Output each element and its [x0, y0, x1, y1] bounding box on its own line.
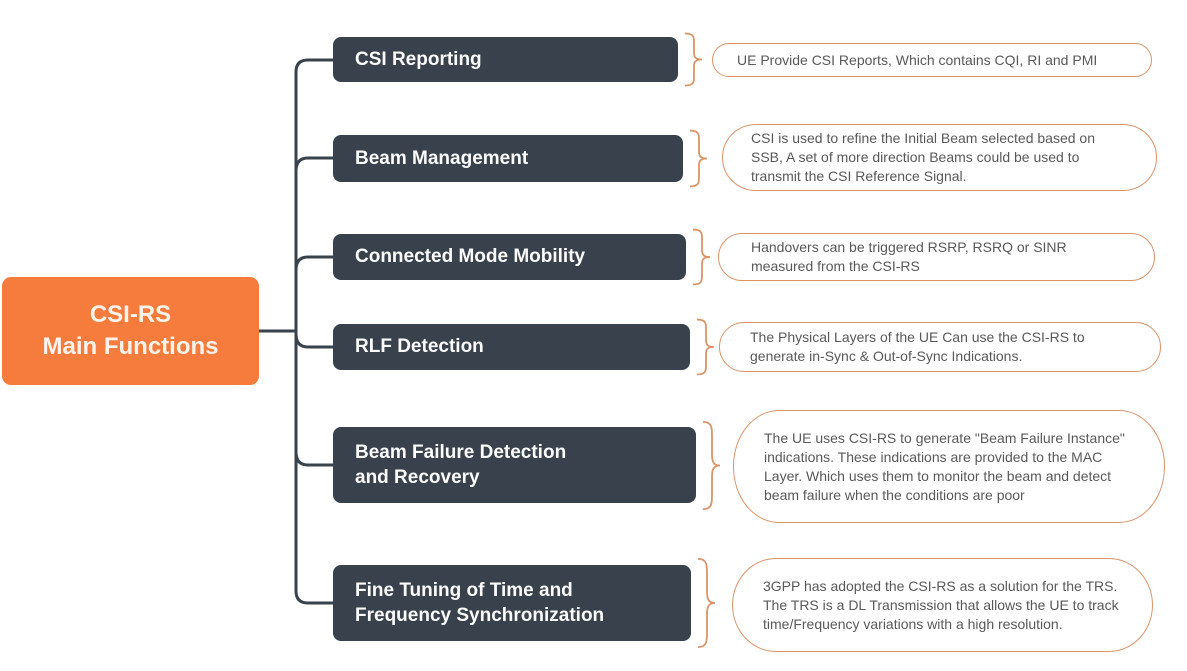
branch-node-fine-tuning-time-frequency-sync: Fine Tuning of Time and Frequency Synchr… [333, 565, 691, 641]
curly-brace-icon [695, 319, 715, 375]
branch-node-label: Connected Mode Mobility [355, 246, 586, 268]
description-bubble-beam-management: CSI is used to refine the Initial Beam s… [722, 124, 1157, 191]
branch-node-rlf-detection: RLF Detection [333, 324, 690, 370]
description-text: UE Provide CSI Reports, Which contains C… [737, 51, 1098, 68]
description-bubble-rlf-detection: The Physical Layers of the UE Can use th… [719, 322, 1161, 372]
description-bubble-connected-mode-mobility: Handovers can be triggered RSRP, RSRQ or… [718, 233, 1155, 281]
branch-node-label: Beam Management [355, 147, 529, 169]
description-text: The UE uses CSI-RS to generate "Beam Fai… [764, 429, 1125, 503]
curly-brace-icon [688, 130, 708, 187]
description-bubble-csi-reporting: UE Provide CSI Reports, Which contains C… [712, 43, 1152, 77]
curly-brace-icon [701, 421, 721, 510]
branch-line-5 [294, 451, 333, 467]
description-bubble-fine-tuning-time-frequency-sync: 3GPP has adopted the CSI-RS as a solutio… [732, 558, 1153, 652]
branch-node-label: CSI Reporting [355, 48, 482, 70]
branch-line-3 [294, 255, 333, 271]
description-text: CSI is used to refine the Initial Beam s… [751, 130, 1095, 184]
root-node-label: CSI-RS Main Functions [42, 300, 219, 360]
branch-line-2 [294, 156, 333, 172]
description-bubble-beam-failure-detection-recovery: The UE uses CSI-RS to generate "Beam Fai… [733, 410, 1165, 523]
branch-node-label: RLF Detection [355, 336, 484, 358]
branch-node-connected-mode-mobility: Connected Mode Mobility [333, 234, 686, 280]
branch-node-label: Beam Failure Detection and Recovery [355, 441, 567, 488]
curly-brace-icon [683, 33, 703, 86]
trunk-line [294, 58, 333, 605]
branch-node-beam-management: Beam Management [333, 135, 683, 182]
branch-node-label: Fine Tuning of Time and Frequency Synchr… [355, 579, 605, 626]
curly-brace-icon [696, 558, 716, 648]
description-text: The Physical Layers of the UE Can use th… [750, 329, 1085, 364]
root-node-csi-rs-main-functions: CSI-RS Main Functions [2, 277, 259, 385]
curly-brace-icon [691, 229, 711, 285]
branch-node-csi-reporting: CSI Reporting [333, 37, 678, 82]
branch-line-4 [294, 333, 333, 349]
description-text: Handovers can be triggered RSRP, RSRQ or… [751, 239, 1067, 274]
branch-node-beam-failure-detection-recovery: Beam Failure Detection and Recovery [333, 427, 696, 503]
description-text: 3GPP has adopted the CSI-RS as a solutio… [763, 577, 1119, 632]
